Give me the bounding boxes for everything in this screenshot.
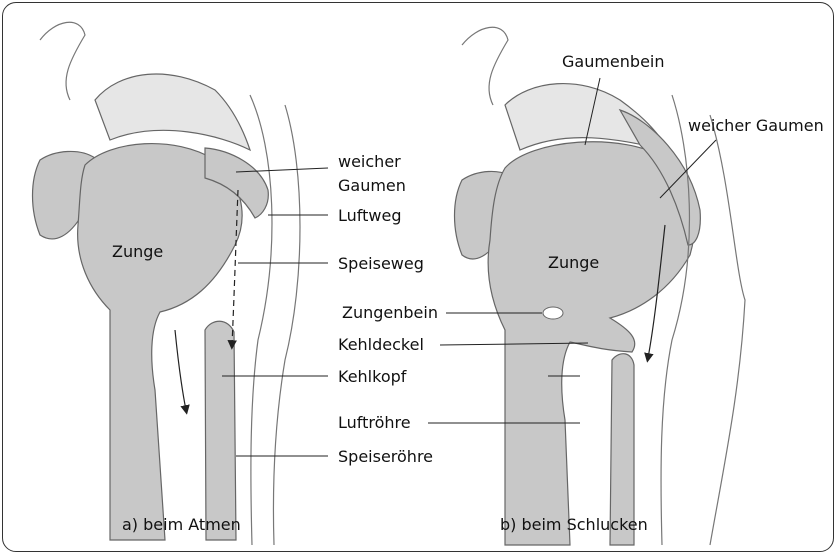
panel-a-soft-palate-label-1: weicher [338, 152, 401, 171]
panel-a-caption: a) beim Atmen [122, 515, 241, 534]
panel-b-epiglottis-label: Kehldeckel [338, 335, 424, 354]
panel-b-palatine-label: Gaumenbein [562, 52, 665, 71]
panel-a-esophagus-label: Speiseröhre [338, 447, 433, 466]
panel-a-tongue-label: Zunge [112, 242, 163, 261]
panel-b-soft-palate-label: weicher Gaumen [688, 116, 824, 135]
panel-b-hyoid [543, 307, 563, 319]
panel-a-hard-palate [95, 74, 250, 150]
panel-b-pharynx-wall-outer [710, 115, 745, 545]
panel-a-nose-outline [40, 22, 85, 100]
panel-a-soft-palate-label-2: Gaumen [338, 176, 406, 195]
panel-b-tongue [488, 142, 695, 545]
panel-a-pharynx-wall-outer [273, 105, 300, 545]
panel-b-hyoid-label: Zungenbein [342, 303, 438, 322]
panel-a-food-arrow [175, 330, 186, 410]
panel-a-illustration [33, 22, 301, 545]
panel-b-trachea-label: Luftröhre [338, 413, 411, 432]
panel-a-foodpath-label: Speiseweg [338, 254, 424, 273]
panel-b-illustration [455, 27, 746, 545]
panel-a-larynx [205, 321, 236, 540]
panel-a-pharynx-wall [250, 95, 272, 545]
panel-b-nose-outline [462, 27, 508, 105]
panel-a-larynx-label: Kehlkopf [338, 367, 407, 386]
panel-a-airway-label: Luftweg [338, 206, 401, 225]
panel-b-caption: b) beim Schlucken [500, 515, 648, 534]
panel-b-tongue-label: Zunge [548, 253, 599, 272]
